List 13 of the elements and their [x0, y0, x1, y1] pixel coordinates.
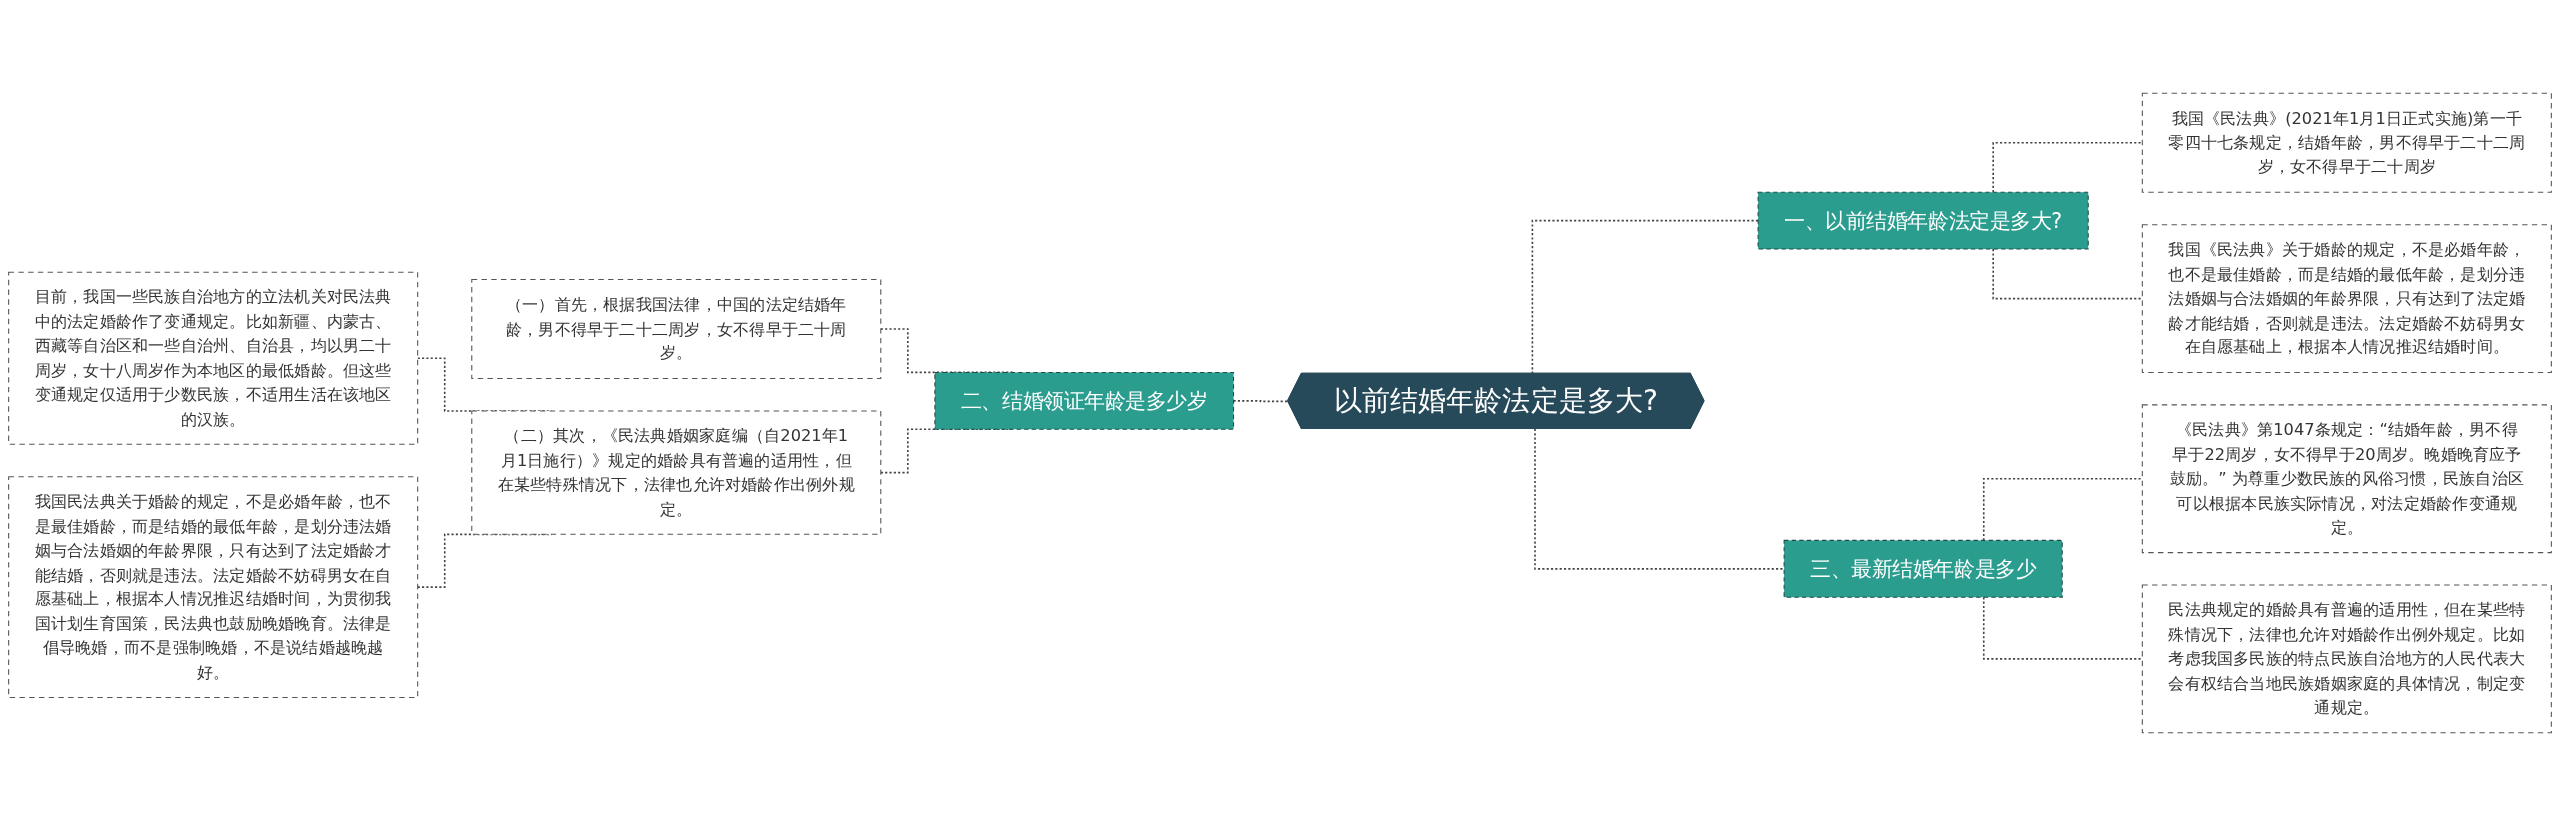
connector	[1531, 219, 1759, 375]
node-box: 目前，我国一些民族自治地方的立法机关对民法典中的法定婚龄作了变通规定。比如新疆、内蒙古、西藏等自治区和一些自治州、自治县，均以男二十周岁，女十八周岁作为本地区的最低婚龄。但这些变通规定仅适用于少数民族，不适用生活在该地区的汉族。	[8, 271, 419, 445]
node-box: 我国《民法典》(2021年1月1日正式实施)第一千零四十七条规定，结婚年龄，男不得早于二十二周岁，女不得早于二十周岁	[2141, 92, 2552, 193]
node-box: （一）首先，根据我国法律，中国的法定结婚年龄，男不得早于二十二周岁，女不得早于二十周岁。	[471, 278, 882, 380]
connector	[1534, 428, 1785, 570]
node-box: （二）其次，《民法典婚姻家庭编（自2021年1月1日施行）》规定的婚龄具有普遍的适用性，但在某些特殊情况下，法律也允许对婚龄作出例外规定。	[471, 410, 882, 535]
node-box: 我国《民法典》关于婚龄的规定，不是必婚年龄，也不是最佳婚龄，而是结婚的最低年龄，是划分违法婚姻与合法婚姻的年龄界限，只有达到了法定婚龄才能结婚，否则就是违法。法定婚龄不妨碍男女在自愿基础上，根据本人情况推迟结婚时间。	[2141, 224, 2552, 373]
node-box: 三、最新结婚年龄是多少	[1783, 539, 2063, 598]
node-box: 一、以前结婚年龄法定是多大?	[1757, 191, 2089, 250]
node-box: 民法典规定的婚龄具有普遍的适用性，但在某些特殊情况下，法律也允许对婚龄作出例外规定。比如考虑我国多民族的特点民族自治地方的人民代表大会有权结合当地民族婚姻家庭的具体情况，制定变通规定。	[2141, 584, 2552, 734]
node-box: 《民法典》第1047条规定：“结婚年龄，男不得早于22周岁，女不得早于20周岁。晚婚晚育应予鼓励。” 为尊重少数民族的风俗习惯，民族自治区可以根据本民族实际情况，对法定婚龄作变通规定。	[2141, 404, 2552, 554]
node-box: 二、结婚领证年龄是多少岁	[934, 371, 1235, 430]
node-box: 我国民法典关于婚龄的规定，不是必婚年龄，也不是最佳婚龄，而是结婚的最低年龄，是划分违法婚姻与合法婚姻的年龄界限，只有达到了法定婚龄才能结婚，否则就是违法。法定婚龄不妨碍男女在自愿基础上，根据本人情况推迟结婚时间，为贯彻我国计划生育国策，民法典也鼓励晚婚晚育。法律是倡导晚婚，而不是强制晚婚，不是说结婚越晚越好。	[8, 476, 419, 698]
